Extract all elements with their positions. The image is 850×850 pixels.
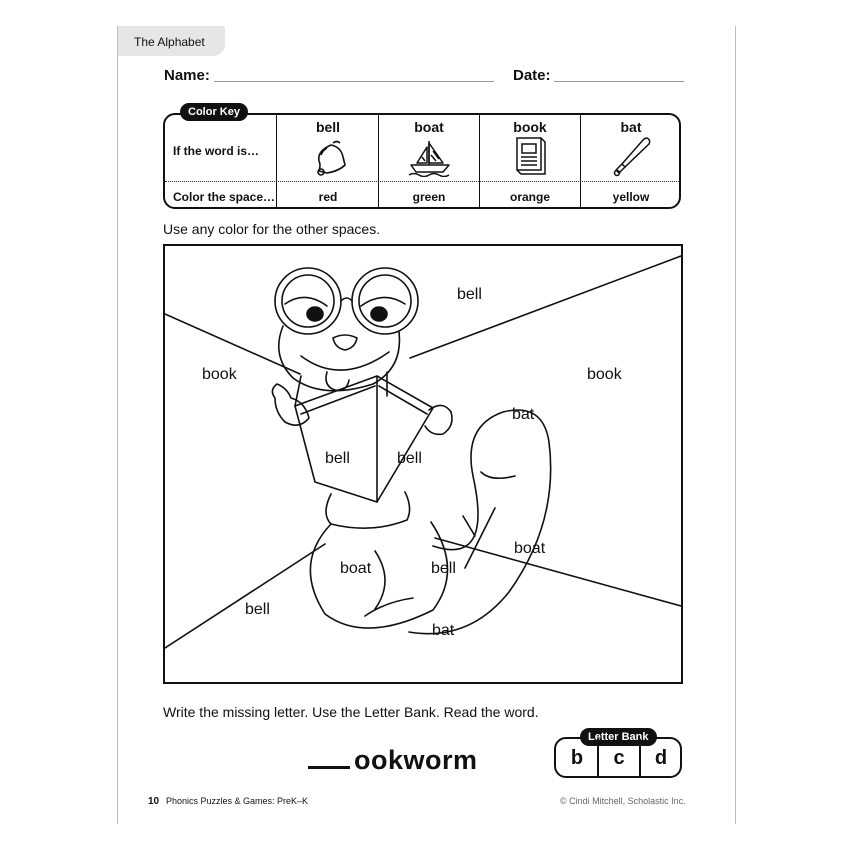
- key-divider: [580, 115, 581, 207]
- key-divider: [378, 115, 379, 207]
- picture-word-boat: boat: [340, 560, 372, 577]
- page-number: 10: [148, 796, 160, 807]
- letter-bank-d[interactable]: d: [654, 747, 668, 769]
- color-key-table: Color Key If the word is… Color the spac…: [163, 103, 681, 209]
- picture-word-bell: bell: [457, 286, 482, 303]
- picture-word-boat: boat: [514, 540, 546, 557]
- word-suffix: ookworm: [354, 745, 478, 775]
- copyright: © Cindi Mitchell, Scholastic Inc.: [560, 796, 686, 806]
- key-word-bat: bat: [620, 119, 642, 135]
- picture-word-bell: bell: [245, 601, 270, 618]
- name-line[interactable]: [214, 81, 494, 82]
- letter-bank-divider: [597, 739, 599, 776]
- picture-word-bat: bat: [432, 622, 455, 639]
- picture-word-book: book: [587, 366, 622, 383]
- bookworm-illustration: [165, 255, 681, 649]
- missing-letter-blank[interactable]: [308, 766, 350, 769]
- book-icon: [516, 137, 546, 175]
- key-row-label-word: If the word is…: [173, 144, 260, 158]
- key-color-orange: orange: [509, 190, 550, 204]
- color-key-title: Color Key: [180, 103, 248, 121]
- key-row-label-color: Color the space…: [173, 190, 276, 204]
- instruction-bottom: Write the missing letter. Use the Letter…: [163, 704, 539, 720]
- sailboat-icon: [408, 141, 450, 177]
- color-by-word-picture[interactable]: bell book book bat bell bell boat boat b…: [163, 244, 683, 684]
- letter-bank: Letter Bank b c d: [554, 728, 682, 778]
- key-color-green: green: [412, 190, 446, 204]
- key-color-yellow: yellow: [612, 190, 650, 204]
- book-title: Phonics Puzzles & Games: PreK–K: [166, 796, 309, 806]
- letter-bank-title: Letter Bank: [580, 728, 657, 746]
- letter-bank-b[interactable]: b: [570, 747, 584, 769]
- name-label: Name:: [164, 67, 210, 84]
- bat-icon: [613, 137, 651, 177]
- picture-word-bell: bell: [431, 560, 456, 577]
- key-divider: [479, 115, 480, 207]
- date-line[interactable]: [554, 81, 684, 82]
- key-divider: [276, 115, 277, 207]
- letter-bank-c[interactable]: c: [613, 747, 625, 769]
- picture-word-bell: bell: [325, 450, 350, 467]
- instruction-top: Use any color for the other spaces.: [163, 221, 381, 237]
- section-tab-label: The Alphabet: [134, 35, 205, 49]
- picture-word-bat: bat: [512, 406, 535, 423]
- picture-word-book: book: [202, 366, 237, 383]
- date-label: Date:: [513, 67, 551, 84]
- missing-letter-word: ookworm: [308, 745, 478, 776]
- key-word-book: book: [513, 119, 547, 135]
- key-word-bell: bell: [315, 119, 341, 135]
- bell-icon: [317, 140, 346, 176]
- worksheet-page: The Alphabet Name: Date: Color Key If th…: [117, 26, 736, 824]
- key-word-boat: boat: [414, 119, 444, 135]
- picture-word-bell: bell: [397, 450, 422, 467]
- section-tab: The Alphabet: [118, 26, 225, 56]
- key-color-red: red: [318, 190, 338, 204]
- letter-bank-divider: [639, 739, 641, 776]
- key-row-divider: [165, 181, 679, 182]
